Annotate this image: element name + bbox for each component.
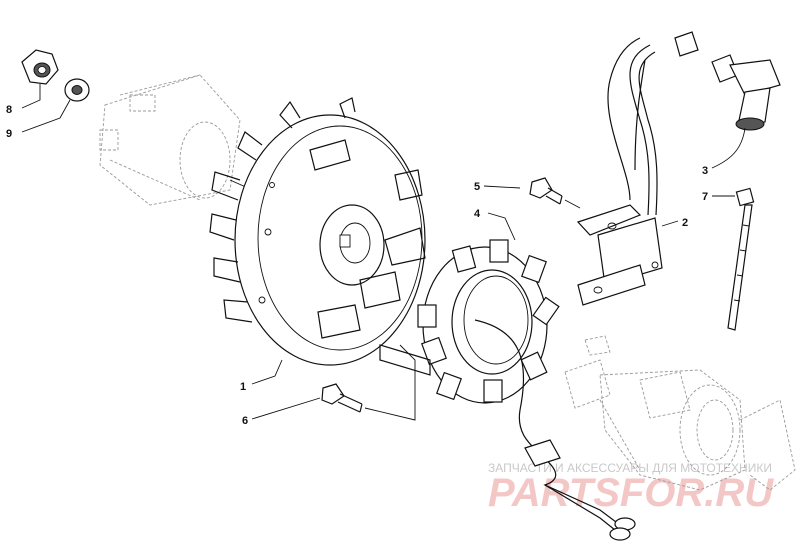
callout-3: 3	[702, 165, 708, 177]
part-6-bolt	[321, 344, 416, 421]
callout-9: 9	[6, 128, 12, 140]
part-8-nut	[21, 49, 59, 85]
part-4-stator	[379, 239, 636, 541]
callout-labels: 8 9 1 6 5 4 7 2 3	[6, 104, 708, 427]
callout-8: 8	[6, 104, 12, 116]
leader-lines	[21, 84, 746, 420]
part-3-spark-cap	[711, 54, 781, 131]
part-2-ignition-coil	[576, 31, 699, 306]
callout-4: 4	[474, 208, 481, 220]
callout-6: 6	[242, 415, 248, 427]
watermark-tagline: ЗАПЧАСТИ И АКСЕССУАРЫ ДЛЯ МОТОТЕХНИКИ	[488, 461, 772, 475]
part-9-washer	[64, 78, 90, 102]
callout-5: 5	[474, 181, 480, 193]
watermark-site-logo: PARTSFOR.RU	[488, 471, 774, 515]
part-5-bolt	[529, 177, 581, 209]
callout-7: 7	[702, 191, 708, 203]
callout-1: 1	[240, 381, 246, 393]
part-7-cable-tie	[727, 187, 755, 331]
ghost-crankshaft	[564, 335, 796, 491]
watermark: PARTSFOR.RU ЗАПЧАСТИ И АКСЕССУАРЫ ДЛЯ МО…	[488, 461, 774, 515]
part-1-flywheel	[209, 97, 426, 366]
callout-2: 2	[682, 217, 688, 229]
